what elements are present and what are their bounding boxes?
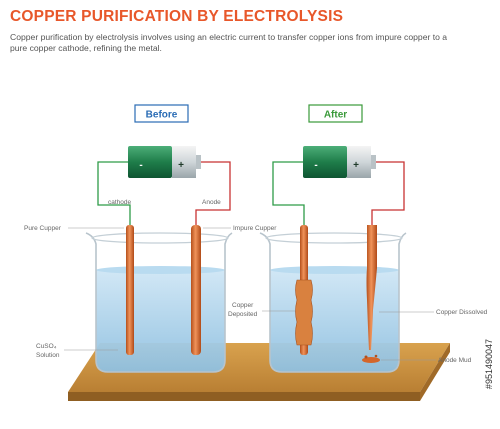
cathode-label: cathode [108,199,132,206]
pure-copper-label: Pure Cupper [24,225,62,232]
copper-deposited-label-line2: Deposited [228,311,258,318]
beaker-after [259,232,407,373]
after-label-box [308,104,363,123]
watermark-id: #951490047 [484,339,494,390]
copper-deposit [295,279,313,346]
impure-copper-label: Impure Cupper [233,225,277,232]
battery-minus-sign: - [314,160,317,171]
negative-wire [97,161,131,225]
anode-mud-pile [362,357,380,363]
page-description: Copper purification by electrolysis invo… [10,32,448,53]
dissolved-anode [366,225,377,350]
page-title: COPPER PURIFICATION BY ELECTROLYSIS [10,8,344,25]
battery-plus-sign: + [178,160,184,171]
anode-label: Anode [202,199,221,206]
before-label: Before [146,110,178,121]
copper-deposited-label-line1: Copper [232,302,254,309]
pure-copper-cathode [126,225,134,355]
cuso4-label: CuSO₄ [36,343,57,350]
copper-dissolved-label: Copper Dissolved [436,309,488,316]
before-label-box [134,104,189,123]
battery-minus-sign: - [139,160,142,171]
battery-icon: - + [303,146,376,178]
after-label: After [324,110,347,121]
after-panel: After - + Copper Deposited [228,104,488,373]
battery-plus-sign: + [353,160,359,171]
positive-wire [371,161,405,225]
battery-icon: - + [128,146,201,178]
before-panel: Before - + cathode Anode Pure Cupper Imp… [24,104,277,373]
negative-wire [272,161,305,225]
solution-label: Solution [36,352,60,359]
impure-copper-anode [191,225,201,355]
positive-wire [195,161,231,225]
anode-mud-label: Anode Mud [438,357,472,364]
beaker-before [85,232,233,373]
